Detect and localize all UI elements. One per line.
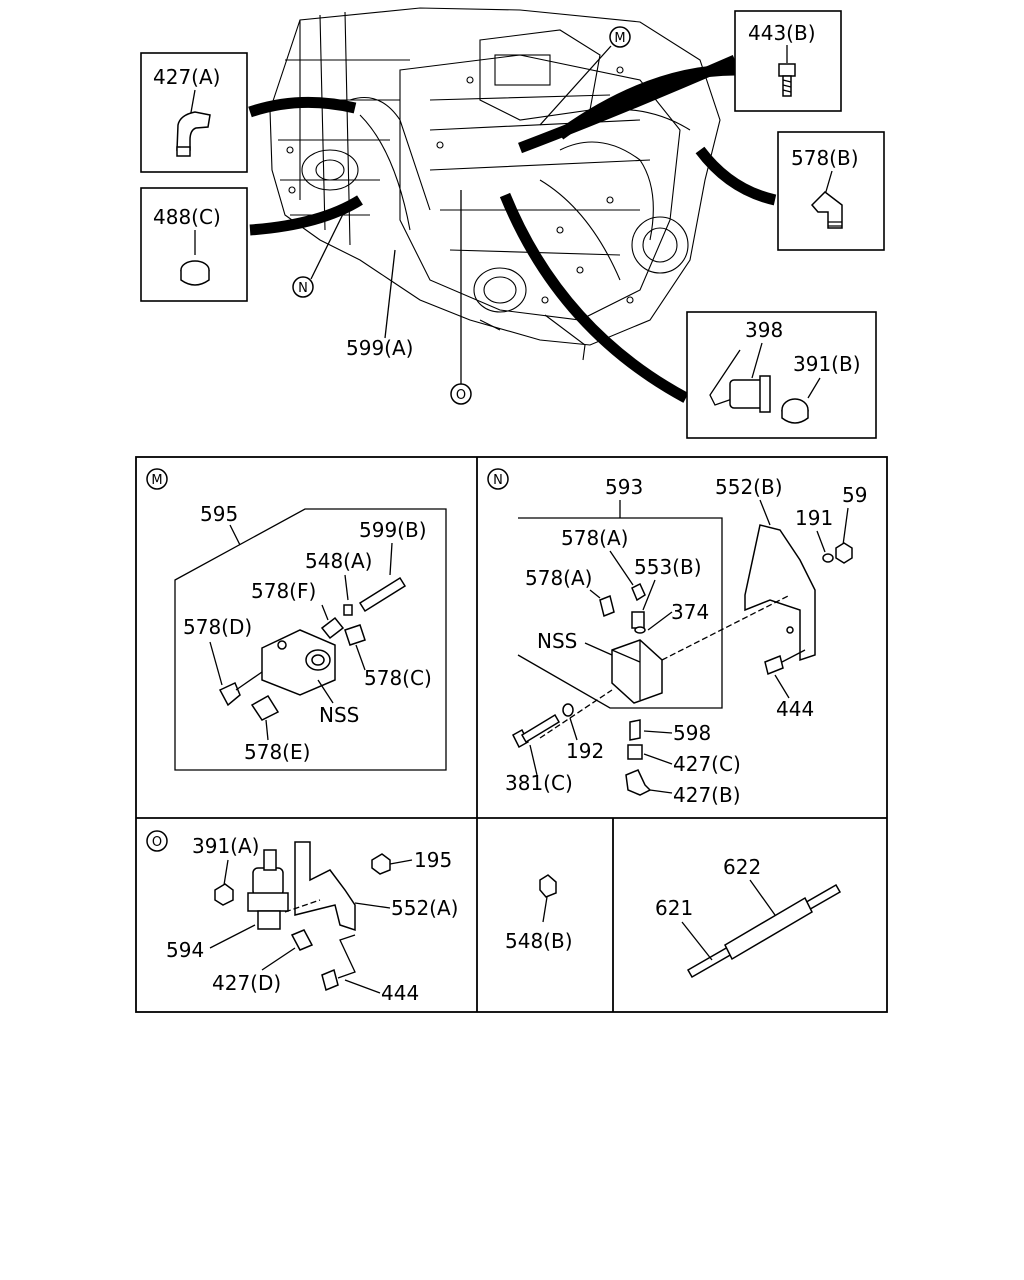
svg-text:594: 594 — [166, 938, 204, 962]
svg-text:595: 595 — [200, 502, 238, 526]
svg-text:374: 374 — [671, 600, 709, 624]
svg-text:59: 59 — [842, 483, 867, 507]
svg-text:553(B): 553(B) — [634, 555, 702, 579]
svg-text:427(D): 427(D) — [212, 971, 281, 995]
box-578b: 578(B) — [777, 131, 885, 251]
callout-n-top: N — [292, 209, 346, 298]
svg-text:578(A): 578(A) — [561, 526, 628, 550]
svg-text:427(A): 427(A) — [153, 65, 220, 89]
svg-text:548(B): 548(B) — [505, 929, 573, 953]
svg-text:548(A): 548(A) — [305, 549, 372, 573]
svg-text:552(B): 552(B) — [715, 475, 783, 499]
svg-text:444: 444 — [776, 697, 814, 721]
svg-text:NSS: NSS — [537, 629, 577, 653]
svg-text:O: O — [456, 388, 466, 403]
svg-text:427(B): 427(B) — [673, 783, 741, 807]
svg-text:M: M — [151, 473, 162, 488]
svg-text:444: 444 — [381, 981, 419, 1005]
housing-bolts — [286, 66, 634, 304]
svg-text:578(B): 578(B) — [791, 146, 859, 170]
svg-text:443(B): 443(B) — [748, 21, 816, 45]
label-599a: 599(A) — [346, 336, 413, 360]
svg-text:578(D): 578(D) — [183, 615, 252, 639]
box-443b: 443(B) — [734, 10, 842, 112]
panel-621-622: 622 621 — [655, 855, 842, 979]
panel-o: O 391(A) 594 552(A) 195 427(D) 444 — [146, 830, 458, 1005]
box-488c: 488(C) — [140, 187, 248, 302]
svg-text:391(B): 391(B) — [793, 352, 861, 376]
svg-text:N: N — [493, 473, 503, 488]
svg-text:621: 621 — [655, 896, 693, 920]
svg-text:578(F): 578(F) — [251, 579, 316, 603]
transmission-assembly-illustration — [248, 7, 777, 403]
box-427a: 427(A) — [140, 52, 248, 173]
detail-grid — [135, 456, 888, 1013]
callout-o-top: O — [450, 190, 472, 405]
svg-text:593: 593 — [605, 475, 643, 499]
svg-text:598: 598 — [673, 721, 711, 745]
panel-548b: 548(B) — [505, 874, 573, 953]
svg-text:381(C): 381(C) — [505, 771, 573, 795]
svg-text:N: N — [298, 281, 308, 296]
svg-text:192: 192 — [566, 739, 604, 763]
panel-n: N 593 552(B) 59 191 578(A) 578(A) 553(B)… — [487, 468, 867, 807]
svg-text:O: O — [152, 835, 162, 850]
svg-text:391(A): 391(A) — [192, 834, 259, 858]
svg-text:398: 398 — [745, 318, 783, 342]
svg-text:578(A): 578(A) — [525, 566, 592, 590]
svg-text:427(C): 427(C) — [673, 752, 741, 776]
svg-text:578(C): 578(C) — [364, 666, 432, 690]
svg-text:578(E): 578(E) — [244, 740, 310, 764]
panel-m: M 595 599(B) 548(A) 578(F) 578(D) 578(C)… — [146, 468, 447, 771]
svg-text:552(A): 552(A) — [391, 896, 458, 920]
svg-text:NSS: NSS — [319, 703, 359, 727]
svg-text:599(B): 599(B) — [359, 518, 427, 542]
svg-text:M: M — [614, 31, 625, 46]
svg-text:195: 195 — [414, 848, 452, 872]
callout-m-top: M — [539, 26, 631, 126]
svg-text:488(C): 488(C) — [153, 205, 221, 229]
svg-text:622: 622 — [723, 855, 761, 879]
svg-text:191: 191 — [795, 506, 833, 530]
box-398-391b: 398 391(B) — [686, 311, 877, 439]
